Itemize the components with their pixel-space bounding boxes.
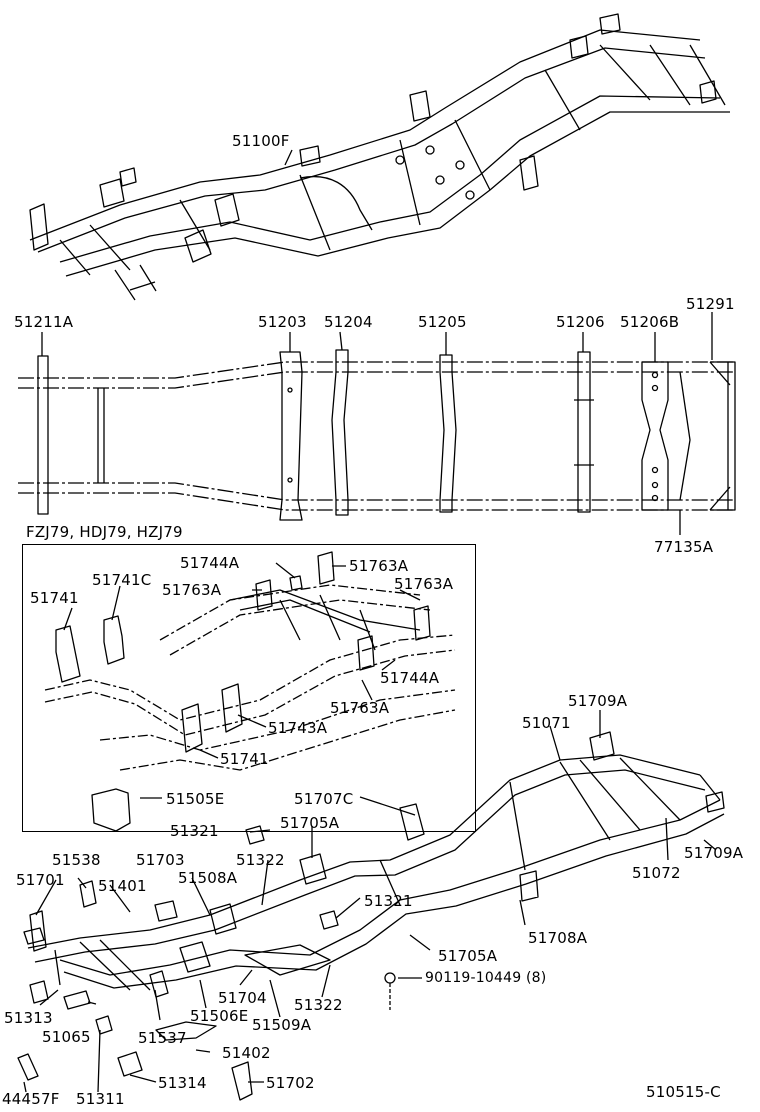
part-label-51709A[interactable]: 51709A [568, 692, 628, 710]
part-label-51065[interactable]: 51065 [42, 1028, 91, 1046]
part-label-51702[interactable]: 51702 [266, 1074, 315, 1092]
part-label-51744A[interactable]: 51744A [180, 554, 240, 572]
part-label-51203[interactable]: 51203 [258, 313, 307, 331]
part-label-51211A[interactable]: 51211A [14, 313, 74, 331]
part-label-51743A[interactable]: 51743A [268, 719, 328, 737]
part-label-51744A[interactable]: 51744A [380, 669, 440, 687]
diagram-id: 510515-C [646, 1083, 721, 1101]
part-label-51205[interactable]: 51205 [418, 313, 467, 331]
part-label-51322[interactable]: 51322 [294, 996, 343, 1014]
part-label-51401[interactable]: 51401 [98, 877, 147, 895]
part-label-51206[interactable]: 51206 [556, 313, 605, 331]
part-label-51505E[interactable]: 51505E [166, 790, 225, 808]
part-label-90119-10449[interactable]: 90119-10449 (8) [425, 970, 547, 986]
part-label-44457F[interactable]: 44457F [2, 1090, 60, 1108]
part-label-51704[interactable]: 51704 [218, 989, 267, 1007]
part-label-51071[interactable]: 51071 [522, 714, 571, 732]
part-label-51538[interactable]: 51538 [52, 851, 101, 869]
part-label-51204[interactable]: 51204 [324, 313, 373, 331]
part-label-51705A[interactable]: 51705A [438, 947, 498, 965]
ladder-plan-drawing [18, 312, 736, 535]
part-label-51314[interactable]: 51314 [158, 1074, 207, 1092]
part-label-51206B[interactable]: 51206B [620, 313, 680, 331]
part-label-51708A[interactable]: 51708A [528, 929, 588, 947]
part-label-51741C[interactable]: 51741C [92, 571, 152, 589]
part-label-51703[interactable]: 51703 [136, 851, 185, 869]
part-label-51321[interactable]: 51321 [170, 822, 219, 840]
part-label-51537[interactable]: 51537 [138, 1029, 187, 1047]
part-label-51506E[interactable]: 51506E [190, 1007, 249, 1025]
model-variant-title: FZJ79, HDJ79, HZJ79 [26, 523, 183, 541]
top-frame-drawing [29, 13, 730, 301]
part-label-51741[interactable]: 51741 [220, 750, 269, 768]
part-label-51763A[interactable]: 51763A [162, 581, 222, 599]
part-label-51705A[interactable]: 51705A [280, 814, 340, 832]
part-label-51707C[interactable]: 51707C [294, 790, 354, 808]
part-label-77135A[interactable]: 77135A [654, 538, 714, 556]
part-label-51741[interactable]: 51741 [30, 589, 79, 607]
part-label-51508A[interactable]: 51508A [178, 869, 238, 887]
part-label-51763A[interactable]: 51763A [394, 575, 454, 593]
part-label-51322[interactable]: 51322 [236, 851, 285, 869]
part-label-51701[interactable]: 51701 [16, 871, 65, 889]
part-label-51321[interactable]: 51321 [364, 892, 413, 910]
part-label-51763A[interactable]: 51763A [349, 557, 409, 575]
lower-frame-drawing [17, 710, 725, 1101]
part-label-51509A[interactable]: 51509A [252, 1016, 312, 1034]
part-label-51709A[interactable]: 51709A [684, 844, 744, 862]
part-label-51311[interactable]: 51311 [76, 1090, 125, 1108]
part-label-51291[interactable]: 51291 [686, 295, 735, 313]
part-label-51100F[interactable]: 51100F [232, 132, 290, 150]
inset-panel [22, 544, 476, 832]
part-label-51763A[interactable]: 51763A [330, 699, 390, 717]
part-label-51402[interactable]: 51402 [222, 1044, 271, 1062]
part-label-51313[interactable]: 51313 [4, 1009, 53, 1027]
inset-parts-drawing [55, 551, 431, 759]
part-label-51072[interactable]: 51072 [632, 864, 681, 882]
